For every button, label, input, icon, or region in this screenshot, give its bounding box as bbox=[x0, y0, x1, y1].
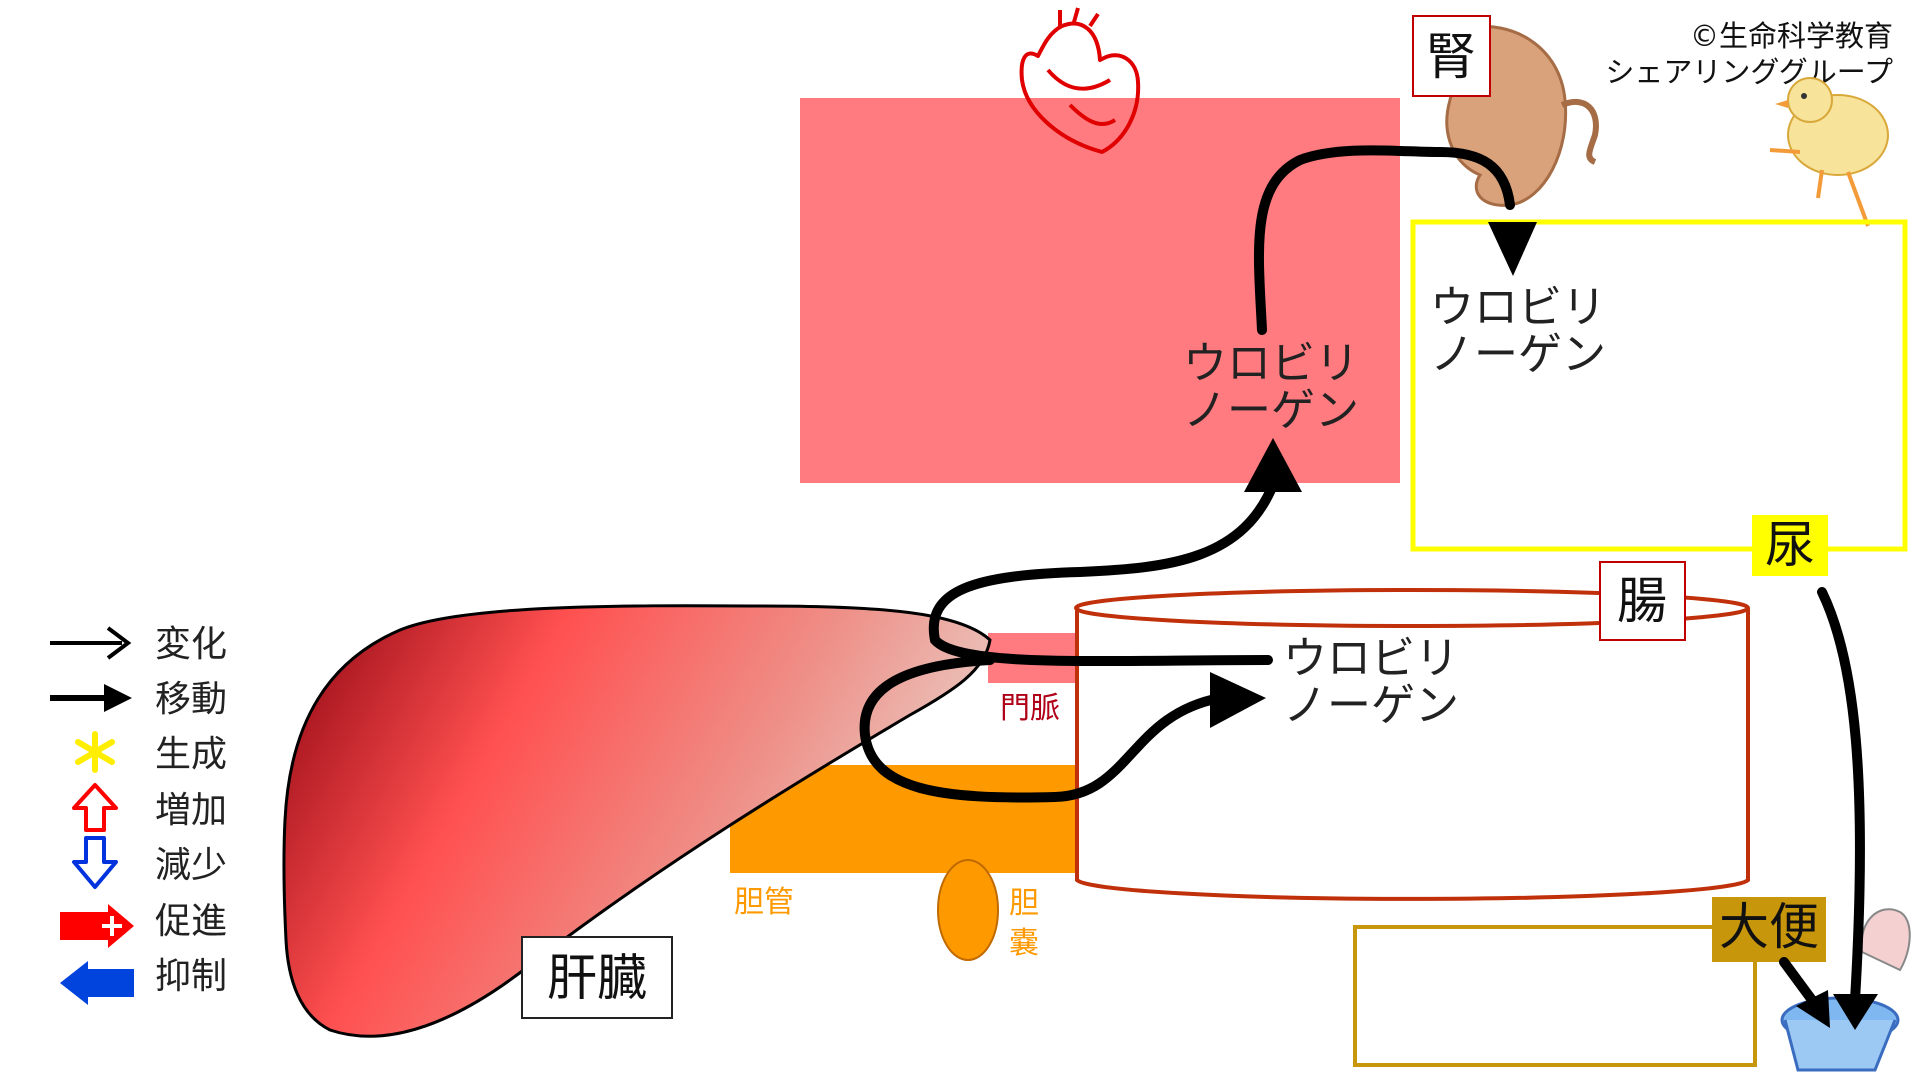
kidney-label: 腎 bbox=[1426, 28, 1476, 86]
legend-label-move: 移動 bbox=[155, 679, 227, 720]
arrowhead-blood bbox=[1244, 438, 1302, 492]
legend-label-increase: 増加 bbox=[155, 790, 227, 831]
copyright-line2: シェアリンググループ bbox=[1605, 55, 1893, 89]
thin-arrow-icon bbox=[50, 626, 132, 660]
down-outline-arrow-icon bbox=[72, 836, 118, 889]
legend-label-decrease: 減少 bbox=[155, 845, 227, 886]
urine-label: 尿 bbox=[1765, 516, 1815, 574]
urine-box bbox=[1410, 219, 1908, 552]
legend: 変化 移動 生成 増加 減少 促進 抑制 bbox=[50, 624, 227, 1005]
intestine-label: 腸 bbox=[1617, 572, 1667, 630]
arrowhead-toilet-stool bbox=[1796, 990, 1830, 1028]
arrow-stool-to-toilet bbox=[1779, 957, 1817, 1005]
portal-vein-label: 門脈 bbox=[1000, 691, 1060, 726]
arrowhead-toilet-urine bbox=[1833, 994, 1878, 1030]
liver-shape bbox=[282, 604, 992, 1038]
arrow-intestine-to-blood bbox=[928, 475, 1280, 667]
heart-icon bbox=[1019, 7, 1141, 154]
stool-box bbox=[1353, 925, 1757, 1067]
arrowhead-intestine bbox=[1210, 672, 1266, 728]
urobilinogen-urine-line1: ウロビリ bbox=[1430, 282, 1606, 333]
intestine-cylinder bbox=[1074, 588, 1750, 901]
arrow-blood-to-urine bbox=[1253, 145, 1515, 335]
bile-duct-label: 胆管 bbox=[734, 885, 794, 920]
urobilinogen-urine-line2: ノーゲン bbox=[1430, 329, 1606, 380]
stool-label: 大便 bbox=[1719, 898, 1819, 956]
gallbladder bbox=[937, 859, 999, 961]
gallbladder-label-1: 胆 bbox=[1009, 886, 1039, 921]
urobilinogen-intestine-line2: ノーゲン bbox=[1283, 680, 1459, 731]
promote-arrow-icon bbox=[60, 904, 134, 948]
liver-label: 肝臓 bbox=[547, 949, 647, 1007]
legend-label-generate: 生成 bbox=[155, 734, 227, 775]
asterisk-icon bbox=[75, 731, 115, 773]
toilet-icon bbox=[1780, 908, 1911, 1072]
copyright-line1: ©生命科学教育 bbox=[1690, 19, 1893, 53]
legend-label-promote: 促進 bbox=[155, 901, 227, 942]
urobilinogen-intestine-line1: ウロビリ bbox=[1283, 633, 1459, 684]
urobilinogen-blood-line1: ウロビリ bbox=[1183, 338, 1359, 389]
legend-label-change: 変化 bbox=[155, 624, 227, 665]
urobilinogen-blood-line2: ノーゲン bbox=[1183, 385, 1359, 436]
chick-mascot-icon bbox=[1769, 77, 1889, 227]
arrow-liver-to-intestine bbox=[859, 655, 1225, 803]
inhibit-arrow-icon bbox=[60, 961, 134, 1005]
arrowhead-urine bbox=[1488, 222, 1537, 276]
legend-label-inhibit: 抑制 bbox=[155, 956, 227, 997]
gallbladder-label-2: 嚢 bbox=[1009, 926, 1039, 961]
up-outline-arrow-icon bbox=[72, 783, 118, 832]
bold-arrow-icon bbox=[50, 684, 132, 712]
arrow-urine-to-toilet bbox=[1817, 587, 1865, 1005]
